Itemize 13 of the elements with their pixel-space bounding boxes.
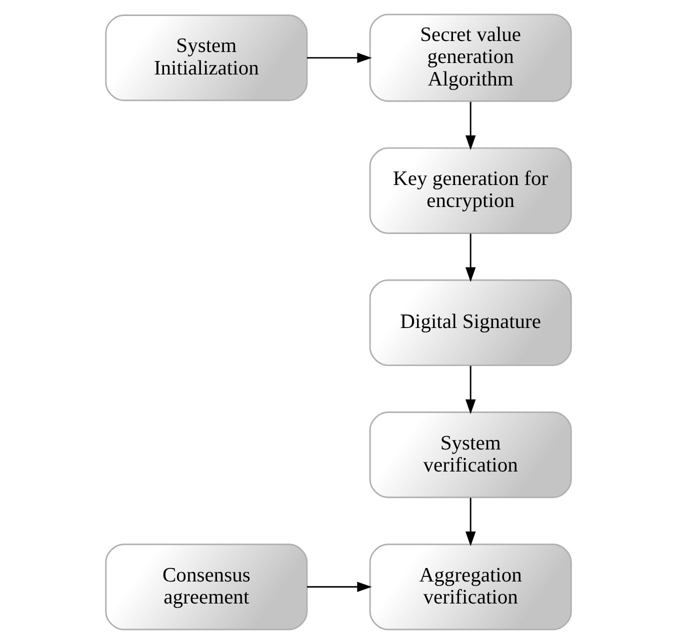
node-box: Aggregation verification <box>369 544 572 630</box>
node-box: Digital Signature <box>369 279 572 366</box>
node-box: System Initialization <box>105 14 308 102</box>
node-box: Secret value generation Algorithm <box>369 14 572 102</box>
node-box: Key generation for encryption <box>369 147 572 234</box>
arrow <box>307 52 372 63</box>
arrow <box>465 366 476 414</box>
node-box: System verification <box>369 412 572 498</box>
arrow <box>465 498 476 546</box>
arrow <box>465 234 476 282</box>
node-box: Consensus agreement <box>105 544 308 630</box>
arrow <box>307 582 372 592</box>
arrow <box>465 102 476 150</box>
